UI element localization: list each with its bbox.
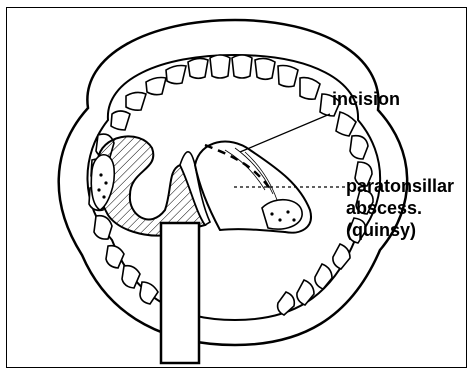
tongue-depressor	[161, 223, 199, 363]
lower-teeth	[106, 244, 350, 315]
abscess-label-line3: (quinsy)	[346, 220, 416, 240]
upper-teeth	[111, 55, 356, 136]
incision-label: incision	[332, 89, 400, 109]
incision-leader	[240, 114, 330, 152]
abscess-label-line2: abscess.	[346, 198, 422, 218]
right-pillar	[262, 200, 302, 229]
abscess-label-line1: paratonsillar	[346, 176, 454, 196]
